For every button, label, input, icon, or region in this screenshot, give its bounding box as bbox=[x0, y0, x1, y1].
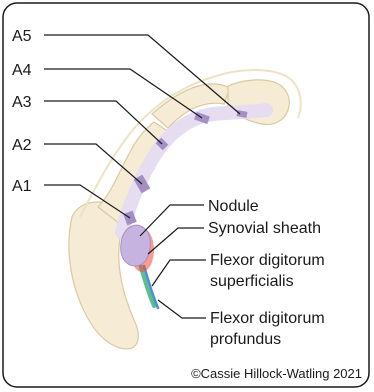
finger-anatomy-diagram: A5 A4 A3 A2 A1 Nodule Synovial sheath Fl… bbox=[2, 2, 370, 388]
label-a2: A2 bbox=[12, 137, 32, 154]
label-fds-line2: superficialis bbox=[210, 273, 294, 290]
frame-border bbox=[3, 3, 369, 387]
label-synovial-sheath: Synovial sheath bbox=[208, 220, 321, 237]
label-nodule: Nodule bbox=[208, 198, 259, 215]
label-a4: A4 bbox=[12, 62, 32, 79]
label-fds-line1: Flexor digitorum bbox=[210, 252, 325, 269]
label-fdp-line2: profundus bbox=[210, 331, 281, 348]
nodule bbox=[121, 225, 151, 266]
label-a5: A5 bbox=[12, 28, 32, 45]
label-fdp-line1: Flexor digitorum bbox=[210, 310, 325, 327]
diagram-frame: A5 A4 A3 A2 A1 Nodule Synovial sheath Fl… bbox=[2, 2, 370, 388]
label-a1: A1 bbox=[12, 178, 32, 195]
copyright-text: ©Cassie Hillock-Watling 2021 bbox=[191, 366, 362, 381]
label-a3: A3 bbox=[12, 94, 32, 111]
